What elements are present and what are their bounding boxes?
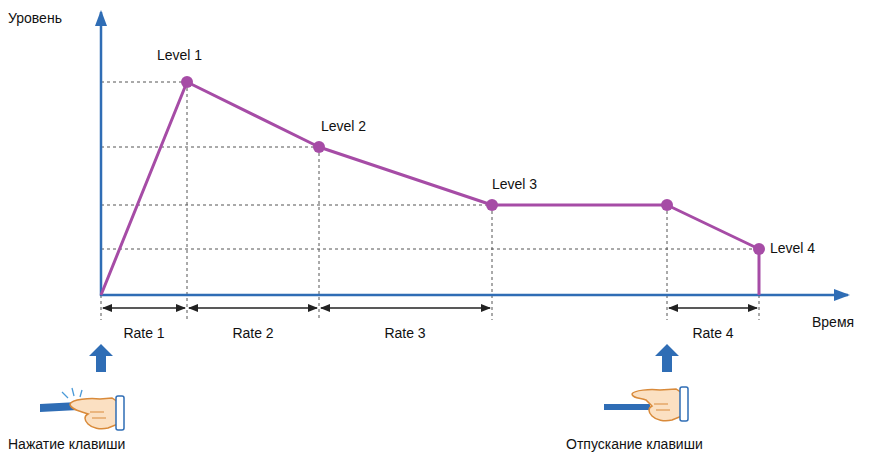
level-label: Level 4 <box>770 239 815 257</box>
release-hand <box>604 387 688 421</box>
rate-label: Rate 4 <box>692 324 733 342</box>
press-hand <box>40 388 124 430</box>
rate-label: Rate 3 <box>384 324 425 342</box>
level-points <box>181 76 765 255</box>
axes <box>100 12 848 296</box>
level-label: Level 1 <box>157 46 202 64</box>
rate-label: Rate 2 <box>232 324 273 342</box>
level-label: Level 3 <box>492 175 537 193</box>
envelope-curve <box>101 82 759 295</box>
grid-lines <box>101 82 759 320</box>
axis-label: Время <box>812 313 854 331</box>
axis-label: Уровень <box>8 9 62 27</box>
rate-spans <box>103 307 757 309</box>
event-arrows <box>89 344 679 372</box>
level-label: Level 2 <box>321 117 366 135</box>
event-caption: Нажатие клавиши <box>8 435 125 453</box>
event-caption: Отпускание клавиши <box>566 435 703 453</box>
rate-label: Rate 1 <box>123 324 164 342</box>
